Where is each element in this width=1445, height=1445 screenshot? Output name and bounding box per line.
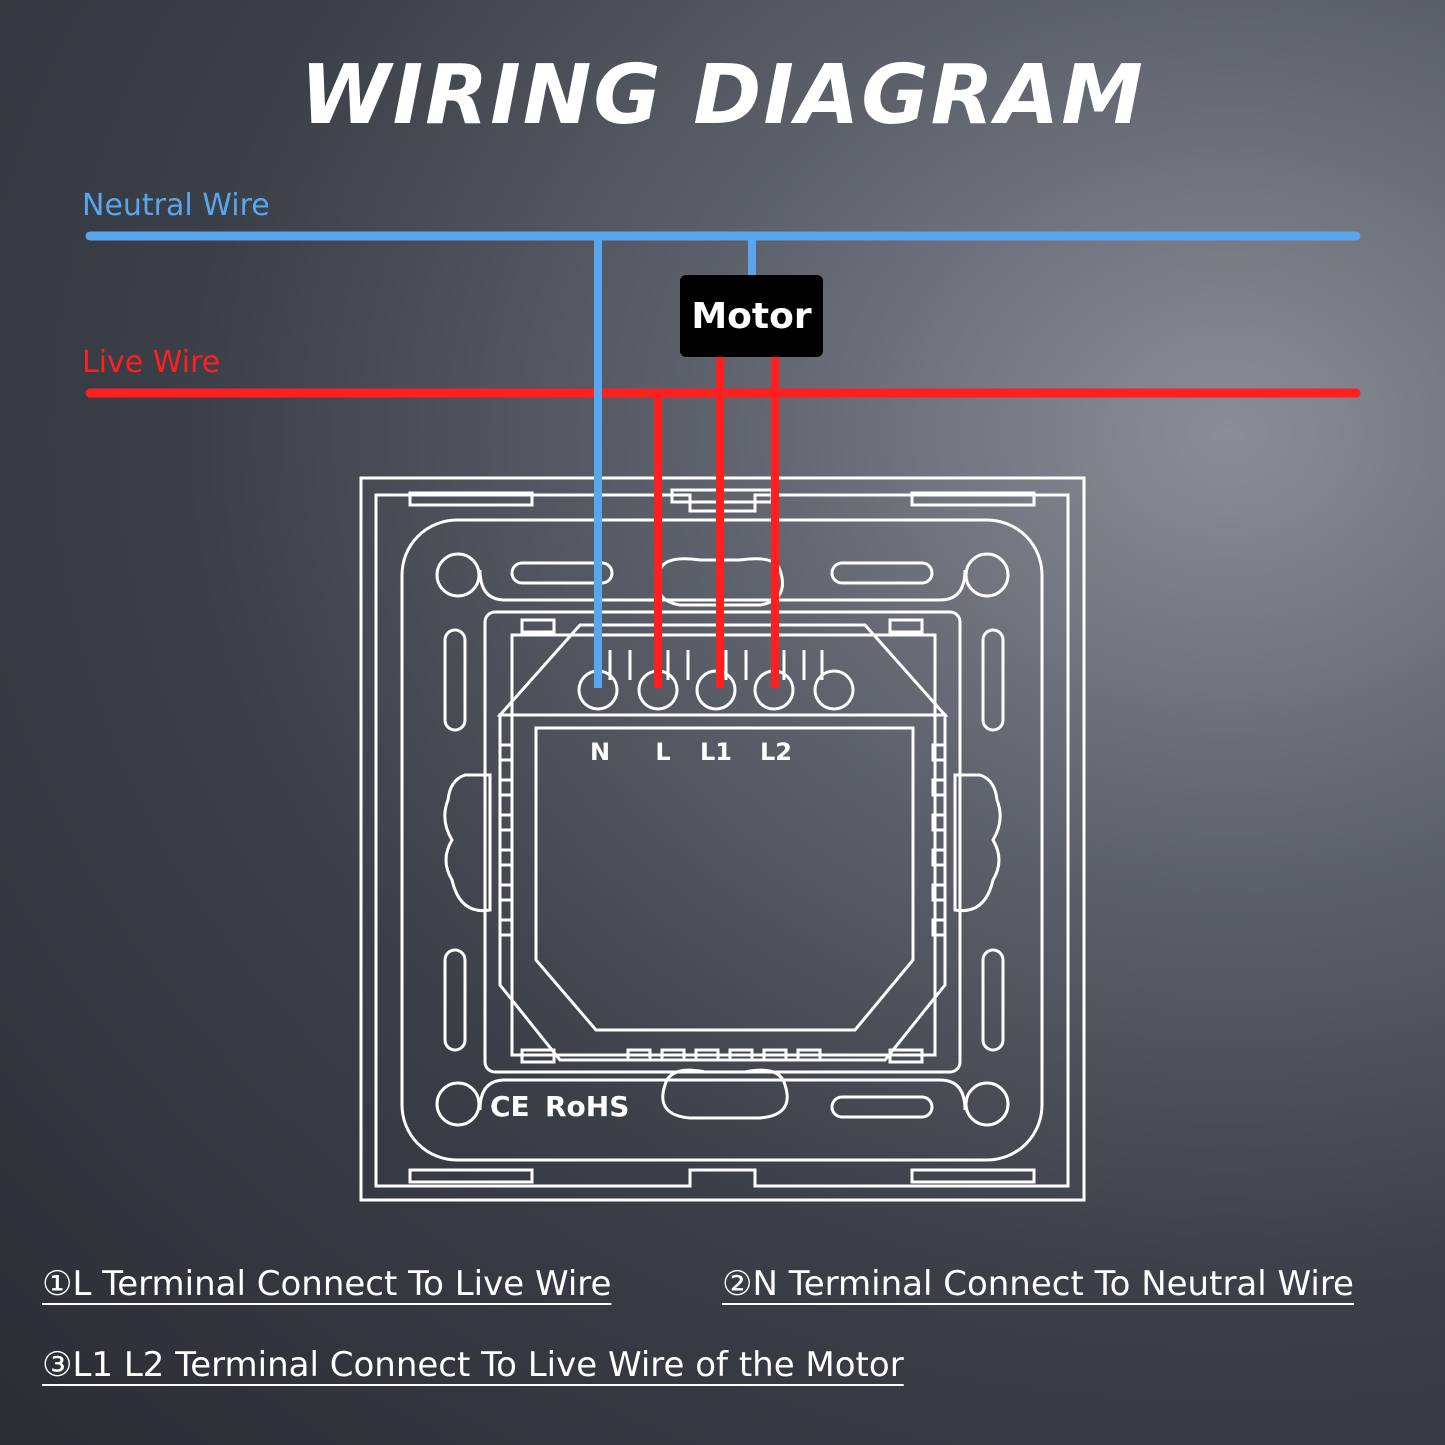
- rohs-mark: RoHS: [545, 1090, 629, 1123]
- terminal-label-n: N: [590, 738, 610, 766]
- note-n-terminal: ②N Terminal Connect To Neutral Wire: [722, 1264, 1354, 1304]
- live-wire-label: Live Wire: [82, 345, 221, 380]
- note-l-terminal: ①L Terminal Connect To Live Wire: [42, 1264, 612, 1304]
- terminal-label-l1: L1: [700, 738, 732, 766]
- ce-mark: CE: [490, 1090, 530, 1123]
- terminal-label-l: L: [655, 738, 670, 766]
- note-l1-l2-terminal: ③L1 L2 Terminal Connect To Live Wire of …: [42, 1345, 904, 1385]
- motor-label: Motor: [691, 295, 812, 337]
- neutral-wire-label: Neutral Wire: [82, 188, 270, 223]
- terminal-label-l2: L2: [760, 738, 792, 766]
- page-title: WIRING DIAGRAM: [300, 48, 1145, 143]
- motor-box: Motor: [680, 275, 823, 357]
